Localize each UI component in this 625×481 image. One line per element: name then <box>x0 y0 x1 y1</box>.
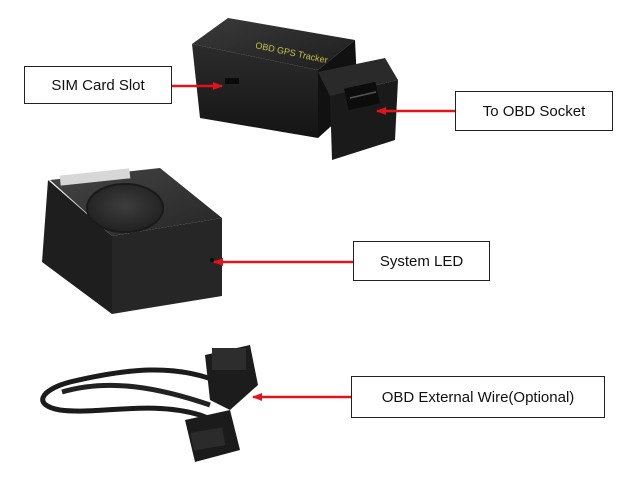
sim-slot <box>225 78 239 84</box>
led-indicator <box>210 258 214 262</box>
system-led-label: System LED <box>353 241 490 281</box>
led-device <box>42 168 222 314</box>
obd-socket-label: To OBD Socket <box>455 91 613 131</box>
obd-extension-cable <box>40 345 258 462</box>
external-wire-label: OBD External Wire(Optional) <box>351 376 605 418</box>
sim-card-slot-label: SIM Card Slot <box>24 66 172 104</box>
obd-tracker-device: OBD GPS Tracker <box>192 18 398 160</box>
